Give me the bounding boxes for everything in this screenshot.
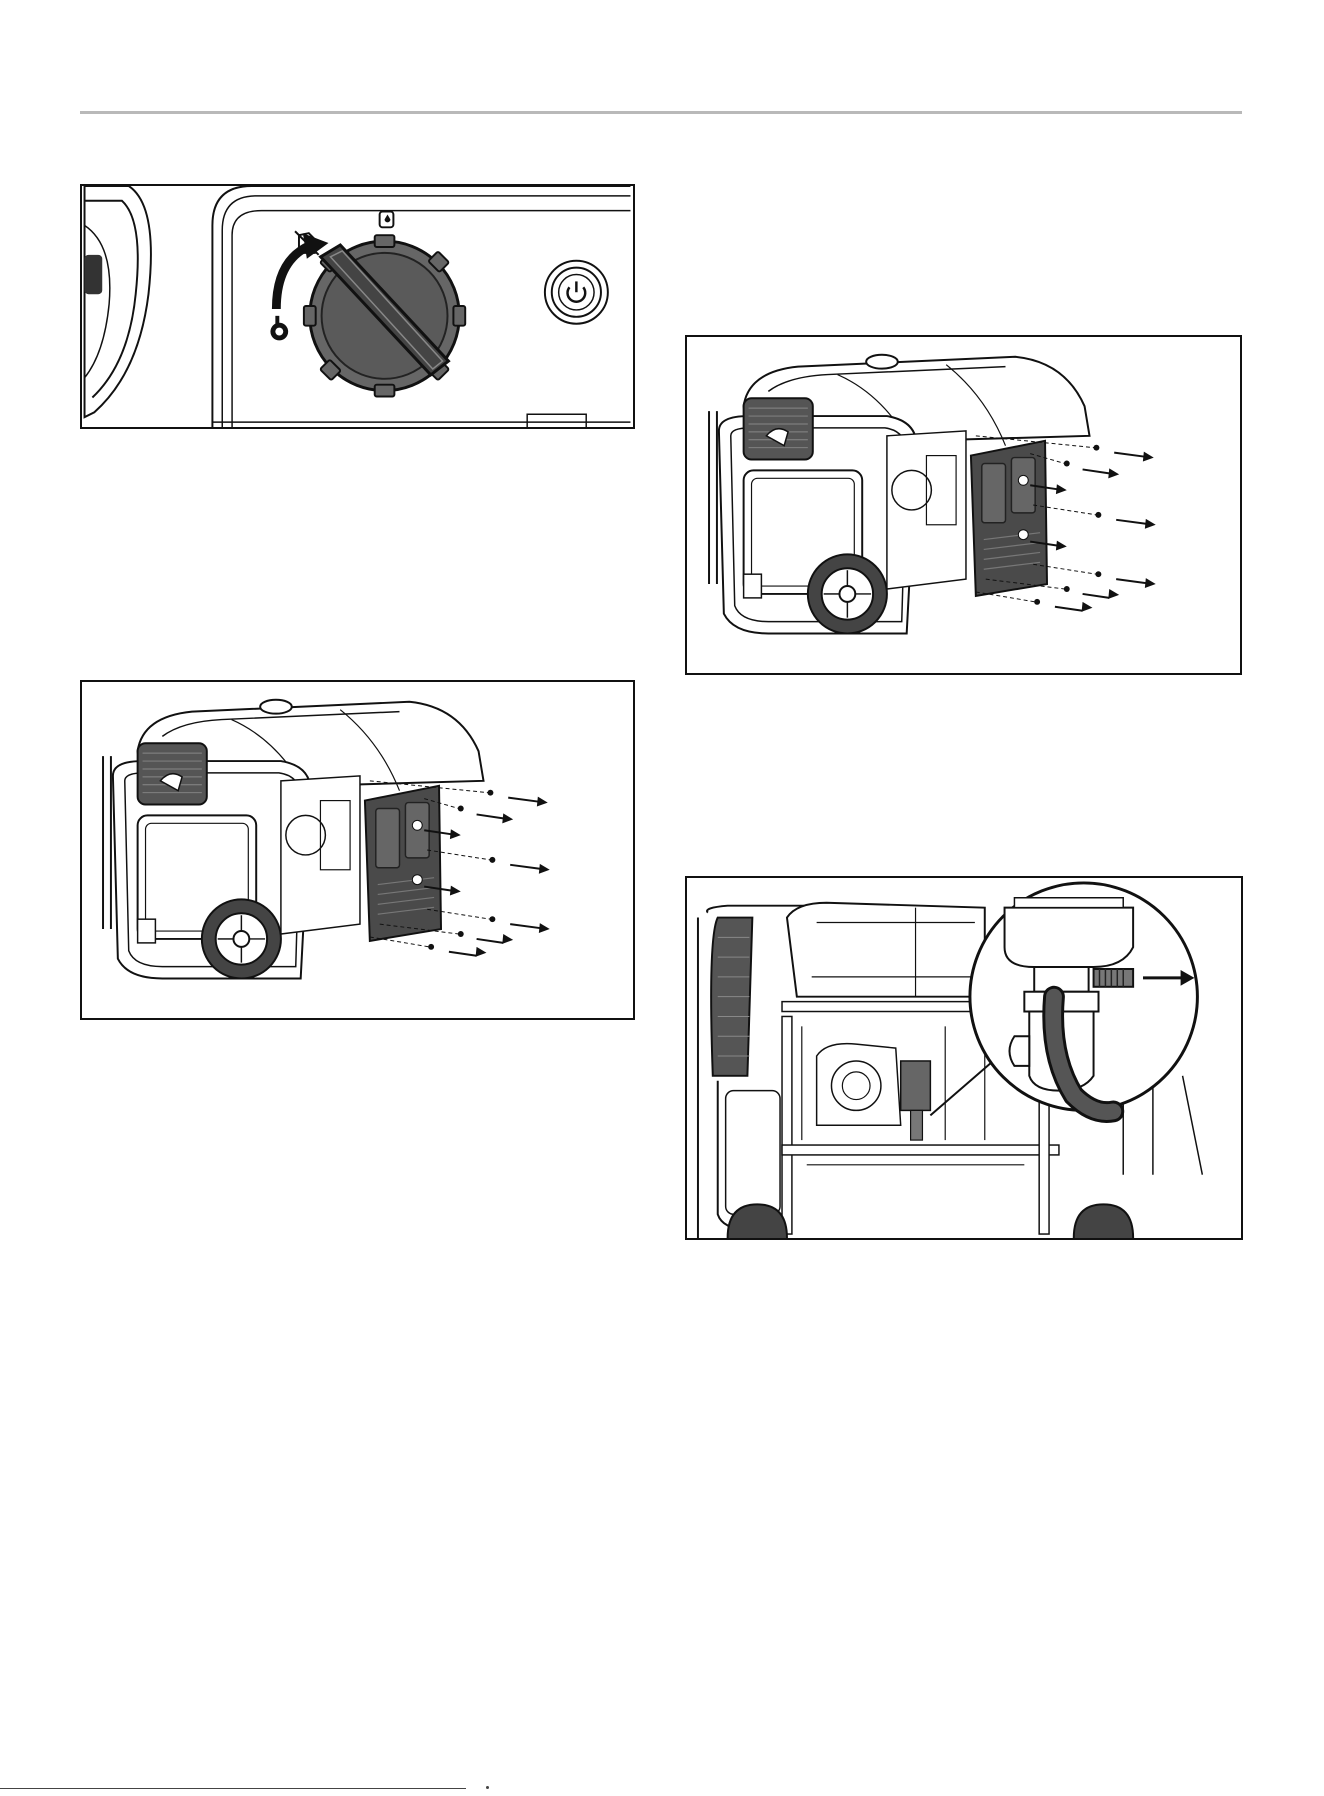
wheel-icon (808, 554, 887, 633)
fuel-cap-icon (260, 700, 292, 714)
side-panel-removal-figure-repeat (685, 335, 1242, 675)
handle-detail-icon (85, 255, 103, 294)
fuel-valve-knob-illustration (82, 186, 633, 427)
power-button-icon[interactable] (545, 261, 608, 324)
fuel-cap-icon (866, 355, 898, 369)
fuel-line-detail-figure (685, 876, 1243, 1240)
footer-mark (486, 1786, 489, 1789)
fuel-valve-knob-figure (80, 184, 635, 429)
side-panel-icon (365, 786, 441, 941)
fuel-valve-knob-icon[interactable] (304, 235, 465, 396)
wheel-icon (202, 899, 281, 978)
magnifier-callout-icon (970, 883, 1197, 1112)
fuel-line-detail-illustration (687, 878, 1241, 1238)
rotate-arrow-icon (276, 245, 310, 309)
fuel-on-symbol-icon (380, 212, 394, 228)
generator-panel-illustration (82, 682, 633, 1018)
side-panel-icon (971, 441, 1047, 596)
choke-symbol-icon (270, 316, 288, 341)
header-rule (80, 111, 1242, 114)
generator-panel-illustration-repeat (687, 337, 1240, 673)
side-panel-removal-figure (80, 680, 635, 1020)
footer-rule (0, 1788, 466, 1789)
